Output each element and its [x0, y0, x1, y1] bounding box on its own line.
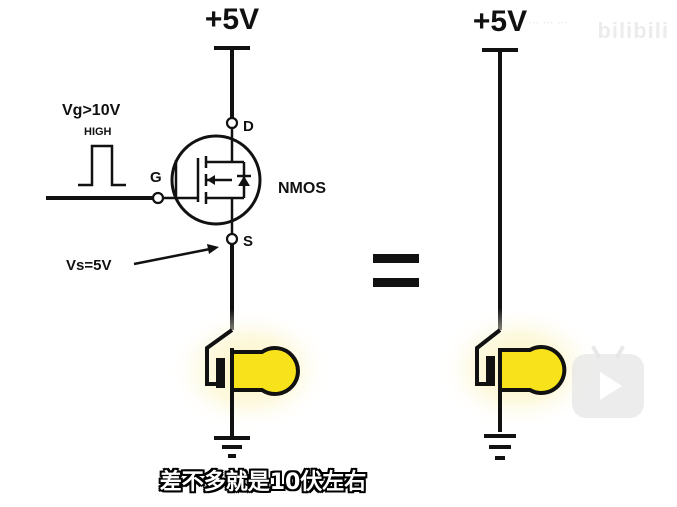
- right-supply-label: +5V: [473, 5, 527, 38]
- body-diode-icon: [238, 176, 250, 186]
- nmos-arrow: [207, 175, 215, 185]
- right-circuit: +5V: [438, 5, 602, 460]
- gate-pulse-icon: [78, 144, 126, 187]
- drain-pin: [225, 116, 239, 130]
- play-button[interactable]: [572, 344, 644, 418]
- bilibili-logo: bilibili: [597, 18, 669, 43]
- video-subtitle: 差不多就是10伏左右: [159, 470, 367, 495]
- source-voltage-label: Vs=5V: [66, 257, 111, 274]
- left-circuit: +5V D: [46, 3, 332, 458]
- drain-label: D: [243, 118, 254, 135]
- gate-signal-label: Vg>10V: [62, 102, 121, 119]
- gate-label: G: [150, 169, 162, 186]
- source-voltage-arrow: [133, 247, 211, 266]
- right-bulb-icon: [475, 328, 567, 432]
- nmos-label: NMOS: [278, 180, 326, 197]
- video-watermark-text: ⋯ ⋯ ⋯: [528, 16, 568, 29]
- nmos-symbol: [170, 128, 262, 234]
- gate-level-label: HIGH: [84, 126, 112, 138]
- left-bulb-icon: [205, 328, 300, 436]
- source-label: S: [243, 233, 253, 250]
- left-supply-label: +5V: [205, 3, 259, 36]
- play-icon: [600, 372, 622, 400]
- gate-pin: [151, 191, 165, 205]
- equals-sign: [373, 254, 419, 287]
- source-pin: [225, 232, 239, 246]
